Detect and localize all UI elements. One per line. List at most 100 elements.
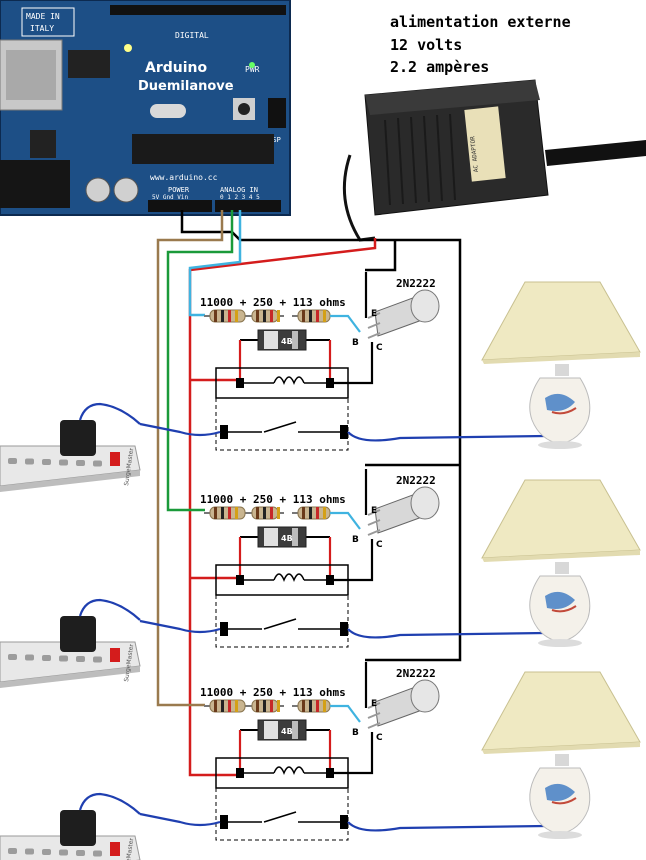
power-plug [60,810,96,846]
lamp-1 [481,281,641,449]
resistor-2 [246,506,284,520]
lamp-vase [529,377,591,445]
relay-switch [220,618,348,636]
usb-chip [68,50,110,78]
relay-coil [215,564,349,596]
made-in-label: MADE IN [26,12,60,21]
power-note-line3: 2.2 ampères [390,58,489,76]
pin-b-label: B [352,535,359,545]
country-label: ITALY [30,24,54,33]
resistor-1 [204,309,251,323]
pin-e-label: E [371,506,377,516]
pin-b-label: B [352,728,359,738]
power-plug [60,616,96,652]
lamp-3 [481,671,641,839]
flyback-diode: 4B [240,719,330,741]
mains-wire-lamp [347,821,546,832]
relay-switch [220,421,348,439]
mains-wire-strip [139,619,221,634]
power-pins-label: 5V Gnd Vin [152,194,189,201]
crystal [150,104,186,118]
pwr-led [249,62,255,68]
lamp-neck [555,754,569,766]
capacitor-2 [113,177,139,203]
resistor-value-label: 11000 + 250 + 113 ohms [200,686,346,699]
pin-b-label: B [352,338,359,348]
relay-coil [215,367,349,399]
wire-cyan [188,210,242,317]
outlet-socket [76,460,85,466]
power-strip-1: SurgeMaster [0,402,141,492]
power-label: POWER [168,186,190,194]
flyback-diode: 4B [240,329,330,351]
arduino-model: Duemilanove [138,79,234,94]
power-plug [60,420,96,456]
power-note-line1: alimentation externe [390,13,571,31]
power-header [148,200,212,212]
outlet-socket [8,458,17,464]
outlet-socket [42,849,51,855]
transistor-label: 2N2222 [396,277,436,290]
lamp-shade [481,671,641,751]
wire-brown [156,210,224,707]
diode-marking: 4B [281,534,293,543]
resistor-3 [292,309,336,323]
atmega-chip [132,134,274,164]
outlet-socket [25,848,34,855]
transistor-label: 2N2222 [396,474,436,487]
pin-c-label: C [376,540,383,550]
pin-c-label: C [376,733,383,743]
lamp-shade [481,281,641,361]
pin-e-label: E [371,699,377,709]
outlet-socket [8,654,17,660]
power-adapter: AC ADAPTOR [342,79,646,242]
flyback-diode: 4B [240,526,330,548]
outlet-socket [42,459,51,465]
lamp-shade [481,479,641,559]
analog-pins-label: 0 1 2 3 4 5 [220,194,260,201]
outlet-socket [59,849,68,856]
pin-c-label: C [376,343,383,353]
outlet-socket [42,655,51,661]
outlet-socket [25,654,34,661]
relay-switch [220,811,348,829]
diode-marking: 4B [281,727,293,736]
resistor-3 [292,699,336,713]
led-l [124,44,132,52]
outlet-socket [76,850,85,856]
mains-wire-strip [139,422,221,437]
wire-green [166,210,234,512]
outlet-socket [59,655,68,662]
main-wiring [156,210,462,777]
dc-jack [0,160,70,208]
power-note-line2: 12 volts [390,36,462,54]
adapter-label: AC ADAPTOR [469,135,480,172]
power-note: alimentation externe 12 volts 2.2 ampère… [390,13,571,76]
icsp-header [268,98,286,128]
capacitor-1 [85,177,111,203]
analog-label: ANALOG IN [220,186,258,194]
lamp-neck [555,364,569,376]
outlet-socket [93,656,102,663]
strip-switch [110,452,120,466]
outlet-socket [25,458,34,465]
resistor-1 [204,506,251,520]
lamp-vase [529,767,591,835]
relay-coil [215,757,349,789]
lamp-2 [481,479,641,647]
strip-switch [110,842,120,856]
resistor-value-label: 11000 + 250 + 113 ohms [200,296,346,309]
digital-header [110,5,286,15]
outlet-socket [59,459,68,466]
strip-switch [110,648,120,662]
outlet-socket [93,850,102,857]
adapter-cord [545,140,646,166]
analog-header [215,200,281,212]
resistor-2 [246,309,284,323]
power-strip-2: SurgeMaster [0,598,141,688]
